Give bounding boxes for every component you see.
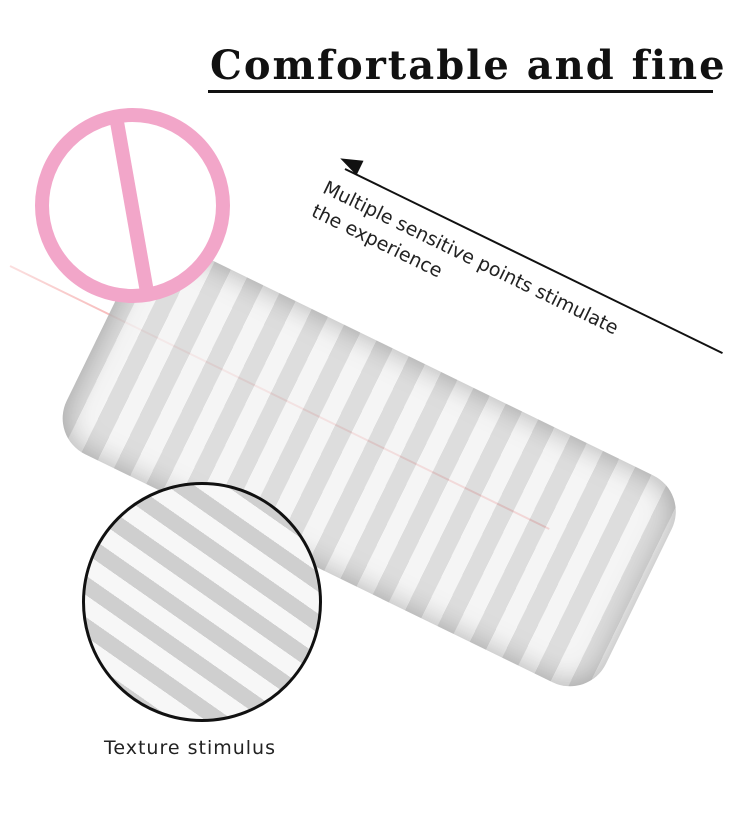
page-title: Comfortable and fine — [210, 42, 727, 89]
callout-line-1: Multiple sensitive points stimulate — [319, 176, 622, 340]
texture-label: Texture stimulus — [104, 737, 276, 759]
title-underline — [208, 90, 713, 93]
texture-zoom-circle — [82, 482, 322, 722]
